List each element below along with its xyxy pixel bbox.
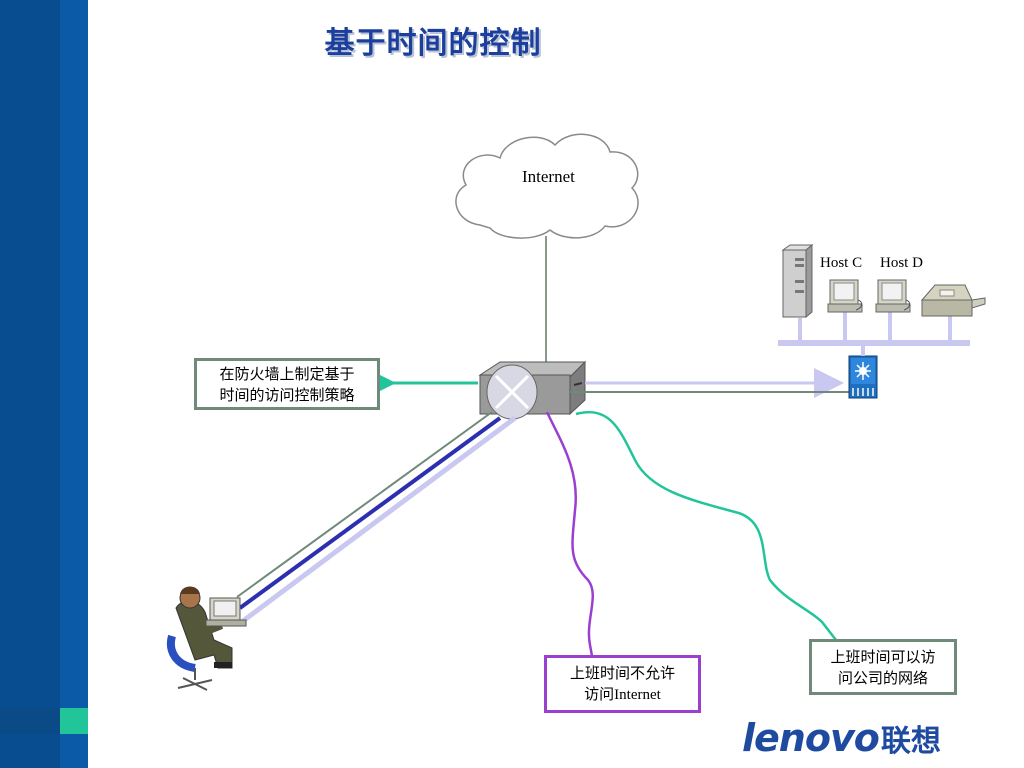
deny-callout-box: 上班时间不允许 访问Internet	[544, 655, 701, 713]
logo-chinese-text: 联想	[880, 724, 941, 759]
printer-icon	[920, 284, 986, 317]
host-d-label: Host D	[880, 255, 923, 271]
internet-label: Internet	[522, 167, 575, 186]
firewall-router-icon	[478, 360, 587, 420]
sidebar-band	[0, 708, 60, 734]
user-link-1	[236, 411, 493, 598]
sidebar-decoration	[0, 0, 88, 768]
policy-callout-line1: 在防火墙上制定基于	[219, 367, 355, 383]
user-link-2	[238, 416, 502, 610]
lan-bus	[778, 340, 970, 346]
sidebar-dark-strip	[0, 0, 60, 768]
policy-callout-box: 在防火墙上制定基于 时间的访问控制策略	[194, 358, 380, 410]
allow-callout-line2: 问公司的网络	[837, 671, 928, 687]
cloud-icon	[455, 133, 639, 239]
workstation-icon-host-c	[827, 279, 863, 313]
allow-callout-box: 上班时间可以访 问公司的网络	[809, 639, 957, 695]
workstation-icon-host-d	[875, 279, 911, 313]
lenovo-logo: lenovo联想	[742, 716, 941, 760]
user-at-computer-icon	[167, 586, 247, 691]
deny-callout-line1: 上班时间不允许	[569, 666, 675, 682]
allow-callout-line	[575, 411, 837, 641]
host-c-label: Host C	[820, 255, 863, 271]
deny-callout-line2: 访问Internet	[584, 687, 661, 703]
sidebar-green-accent	[60, 708, 88, 734]
allow-callout-line1: 上班时间可以访	[830, 650, 936, 666]
deny-callout-line	[545, 411, 594, 657]
logo-brand-text: lenovo	[742, 716, 880, 760]
policy-callout-line2: 时间的访问控制策略	[219, 388, 355, 404]
server-icon	[781, 243, 814, 319]
slide-title: 基于时间的控制	[324, 27, 542, 60]
user-link-3	[241, 415, 517, 624]
switch-icon	[848, 355, 878, 399]
